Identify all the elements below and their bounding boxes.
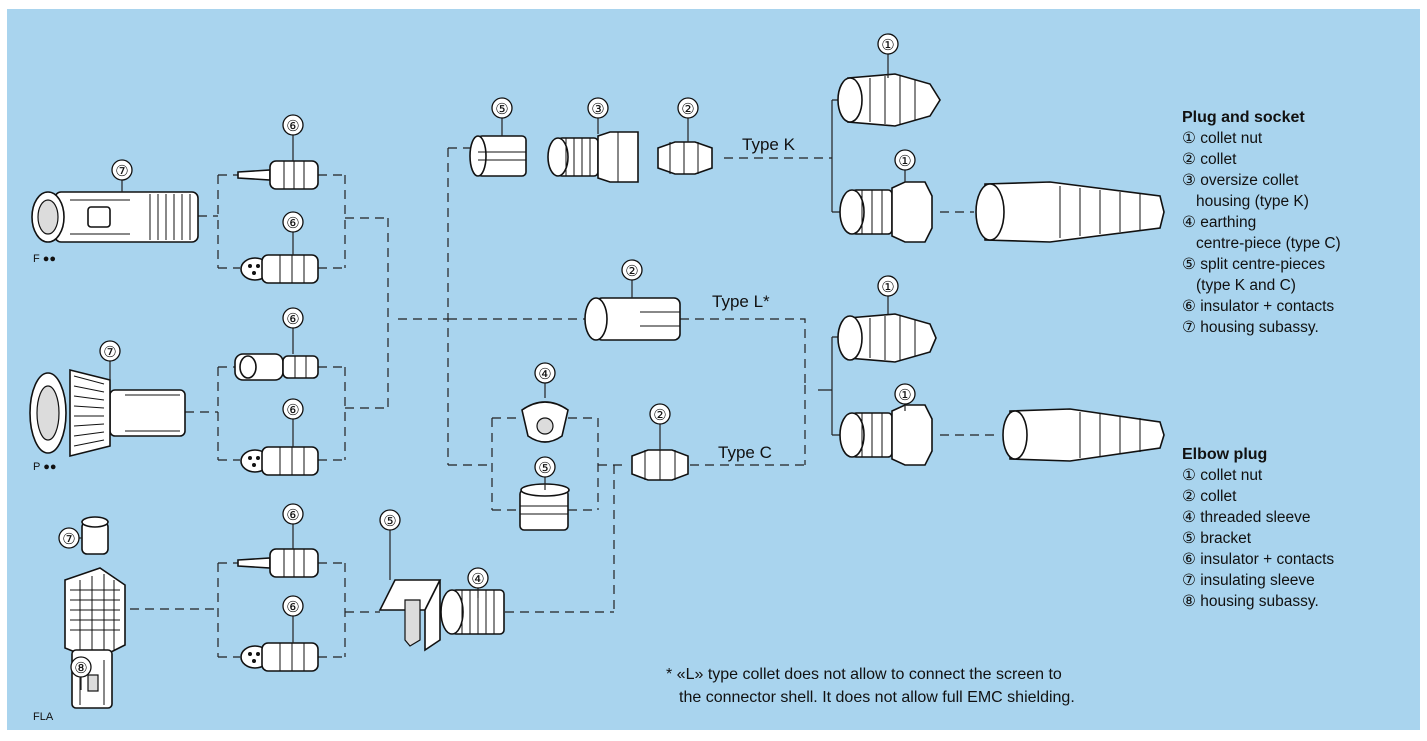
callout-2-k: ② (678, 98, 698, 118)
split-centre-piece-c (520, 484, 569, 530)
collet-nut-3 (838, 314, 936, 362)
legend-elbow-item: ④ threaded sleeve (1182, 509, 1311, 526)
callout-6-e: ⑥ (283, 504, 303, 524)
code-p: P ●● (33, 461, 56, 473)
callout-7-fla: ⑦ (59, 528, 79, 548)
svg-text:⑤: ⑤ (538, 460, 551, 477)
callout-6-a: ⑥ (283, 115, 303, 135)
legend-plug-item: ③ oversize collet (1182, 172, 1299, 189)
svg-text:⑥: ⑥ (286, 215, 299, 232)
svg-text:①: ① (881, 279, 894, 296)
svg-text:⑤: ⑤ (383, 513, 396, 530)
collet-nut-2 (840, 182, 932, 242)
legend-plug-title: Plug and socket (1182, 109, 1305, 126)
callout-1-d: ① (895, 384, 915, 404)
svg-text:⑤: ⑤ (495, 101, 508, 118)
svg-text:②: ② (625, 263, 638, 280)
legend-plug-item: ① collet nut (1182, 130, 1263, 147)
insulator-socket-p (241, 447, 318, 475)
callout-5-k: ⑤ (492, 98, 512, 118)
collet-nut-1 (838, 74, 940, 126)
svg-text:⑥: ⑥ (286, 118, 299, 135)
callout-6-c: ⑥ (283, 308, 303, 328)
type-l-label: Type L* (712, 292, 770, 311)
callout-2-l: ② (622, 260, 642, 280)
callout-4-c: ④ (535, 363, 555, 383)
insulator-socket-fla (241, 643, 318, 671)
split-centre-piece-k (470, 136, 526, 176)
callout-2-c: ② (650, 404, 670, 424)
legend-plug-item: ② collet (1182, 151, 1237, 168)
callout-5-bracket: ⑤ (380, 510, 400, 530)
svg-text:③: ③ (591, 101, 604, 118)
legend-plug-item: housing (type K) (1196, 193, 1309, 210)
svg-text:⑥: ⑥ (286, 599, 299, 616)
svg-text:①: ① (898, 387, 911, 404)
callout-1-b: ① (895, 150, 915, 170)
insulator-pin-p (235, 354, 318, 380)
svg-text:⑥: ⑥ (286, 311, 299, 328)
svg-text:⑥: ⑥ (286, 507, 299, 524)
earthing-centre-piece (522, 402, 568, 442)
type-k-label: Type K (742, 135, 796, 154)
footnote-line-1: * «L» type collet does not allow to conn… (666, 666, 1062, 683)
legend-elbow-item: ⑤ bracket (1182, 530, 1252, 547)
callout-4-sleeve: ④ (468, 568, 488, 588)
svg-text:⑥: ⑥ (286, 402, 299, 419)
svg-text:②: ② (681, 101, 694, 118)
legend-plug-item: (type K and C) (1196, 277, 1296, 294)
legend-plug-item: ⑥ insulator + contacts (1182, 298, 1334, 315)
svg-text:①: ① (881, 37, 894, 54)
oversize-collet-housing (548, 132, 638, 182)
code-fla: FLA (33, 711, 54, 723)
svg-text:②: ② (653, 407, 666, 424)
type-c-label: Type C (718, 443, 772, 462)
legend-plug-item: ⑤ split centre-pieces (1182, 256, 1325, 273)
callout-6-f: ⑥ (283, 596, 303, 616)
callout-3-k: ③ (588, 98, 608, 118)
svg-text:⑦: ⑦ (62, 531, 75, 548)
svg-text:⑦: ⑦ (115, 163, 128, 180)
callout-6-b: ⑥ (283, 212, 303, 232)
legend-elbow-item: ⑥ insulator + contacts (1182, 551, 1334, 568)
callout-7-p: ⑦ (100, 341, 120, 361)
legend-plug-item: ⑦ housing subassy. (1182, 319, 1319, 336)
callout-8-fla: ⑧ (71, 657, 91, 677)
legend-plug-item: ④ earthing (1182, 214, 1256, 231)
legend-elbow-item: ⑧ housing subassy. (1182, 593, 1319, 610)
svg-text:④: ④ (538, 366, 551, 383)
code-f: F ●● (33, 253, 56, 265)
collet-type-l (585, 298, 680, 340)
collet-nut-4 (840, 405, 932, 465)
insulator-socket-f (241, 255, 318, 283)
legend-plug-item: centre-piece (type C) (1196, 235, 1341, 252)
footnote-line-2: the connector shell. It does not allow f… (679, 689, 1075, 706)
svg-text:①: ① (898, 153, 911, 170)
legend-elbow-item: ⑦ insulating sleeve (1182, 572, 1315, 589)
callout-6-d: ⑥ (283, 399, 303, 419)
callout-7-f: ⑦ (112, 160, 132, 180)
f-housing-subassy (32, 192, 198, 242)
callout-5-c: ⑤ (535, 457, 555, 477)
callout-1-c: ① (878, 276, 898, 296)
svg-text:⑦: ⑦ (103, 344, 116, 361)
svg-text:⑧: ⑧ (74, 660, 87, 677)
svg-text:④: ④ (471, 571, 484, 588)
legend-elbow-title: Elbow plug (1182, 446, 1267, 463)
callout-1-a: ① (878, 34, 898, 54)
legend-elbow-item: ② collet (1182, 488, 1237, 505)
threaded-sleeve (441, 590, 504, 634)
collet-type-k (658, 142, 712, 174)
collet-type-c (632, 450, 688, 480)
legend-elbow-item: ① collet nut (1182, 467, 1263, 484)
